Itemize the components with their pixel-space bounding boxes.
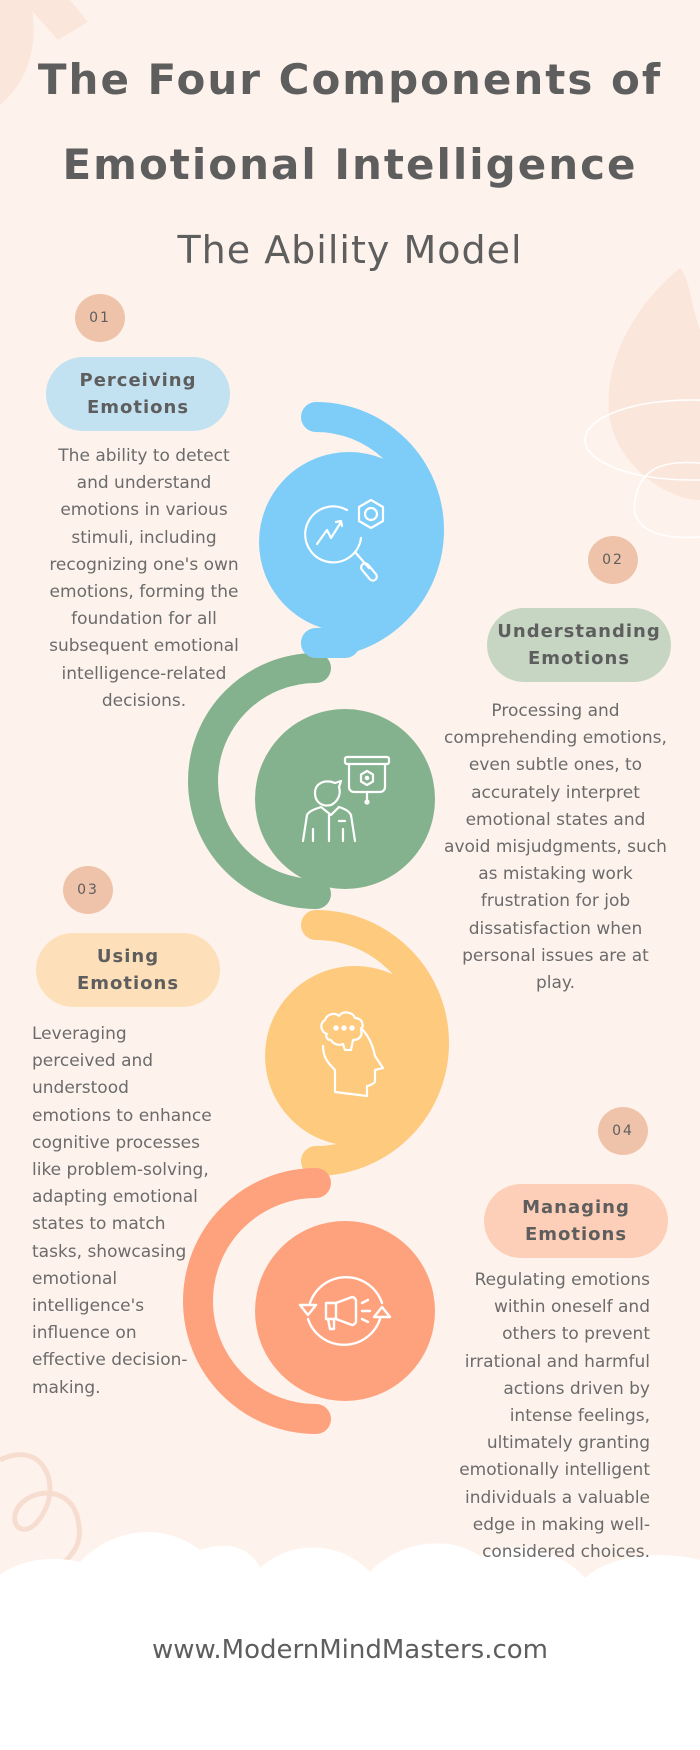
component-4-title-line1: Managing [522, 1197, 630, 1218]
component-4-title-line2: Emotions [524, 1224, 628, 1245]
head-thought-icon [320, 1011, 385, 1098]
component-2-title-line2: Emotions [527, 648, 631, 669]
component-3-number: 03 [63, 866, 113, 914]
component-2-title-line1: Understanding [497, 621, 661, 642]
page-title-line1: The Four Components of [37, 55, 663, 104]
page-subtitle: The Ability Model [177, 228, 523, 272]
component-2-description: Processing and comprehending emotions, e… [444, 701, 667, 994]
component-3-description: Leveraging perceived and understood emot… [32, 1024, 212, 1398]
component-2-number: 02 [588, 536, 638, 584]
component-1-title-line1: Perceiving [79, 370, 197, 391]
component-3-title-line2: Emotions [76, 973, 180, 994]
component-1-title-line2: Emotions [86, 397, 190, 418]
page-title-line2: Emotional Intelligence [62, 140, 638, 189]
component-1-circle [259, 452, 439, 632]
megaphone-cycle-icon [298, 1276, 392, 1346]
presenter-board-icon [301, 755, 391, 843]
component-4-number: 04 [598, 1107, 648, 1155]
component-3-title-line1: Using [96, 946, 160, 967]
component-1-number: 01 [75, 294, 125, 342]
component-4-circle [255, 1221, 435, 1401]
component-2-circle [255, 709, 435, 889]
component-4-description: Regulating emotions within oneself and o… [459, 1270, 650, 1563]
component-3-circle [265, 966, 445, 1146]
component-1-description: The ability to detect and understand emo… [49, 446, 239, 711]
magnifier-chart-icon [304, 498, 385, 582]
footer-website-link[interactable]: www.ModernMindMasters.com [152, 1635, 548, 1665]
